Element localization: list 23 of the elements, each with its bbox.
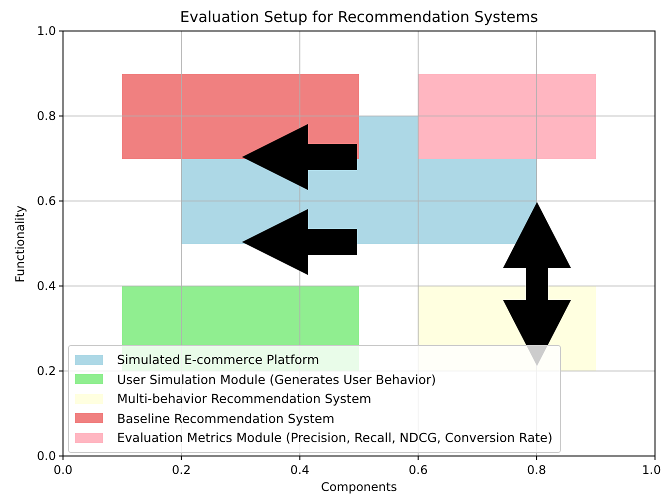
legend-label: Multi-behavior Recommendation System	[117, 391, 372, 406]
legend-label: Simulated E-commerce Platform	[117, 352, 320, 368]
tick-label: 0.8	[527, 463, 546, 477]
legend-label: User Simulation Module (Generates User Behavior)	[117, 372, 436, 387]
axis-title: Functionality	[13, 205, 27, 282]
tick-label: 0.6	[36, 194, 56, 208]
arrow	[242, 124, 357, 190]
tick-label: 0.4	[290, 463, 310, 477]
tick-label: 0.2	[36, 364, 56, 378]
tick-label: 0.0	[53, 463, 73, 477]
tick-label: 0.2	[172, 463, 191, 477]
tick-label: 0.4	[36, 279, 56, 293]
tick-label: 1.0	[36, 24, 56, 38]
legend-label: Evaluation Metrics Module (Precision, Recall, NDCG, Conversion Rate)	[117, 430, 552, 446]
tick-label: 1.0	[642, 463, 661, 477]
legend-label: Baseline Recommendation System	[117, 410, 334, 426]
axis-title: Components	[321, 480, 397, 494]
module-rectangle	[418, 74, 596, 158]
arrow	[242, 209, 357, 275]
tick-label: 0.6	[408, 463, 428, 477]
tick-label: 0.8	[36, 109, 56, 123]
tick-label: 0.0	[36, 449, 56, 463]
chart-title: Evaluation Setup for Recommendation Systems	[180, 8, 538, 26]
